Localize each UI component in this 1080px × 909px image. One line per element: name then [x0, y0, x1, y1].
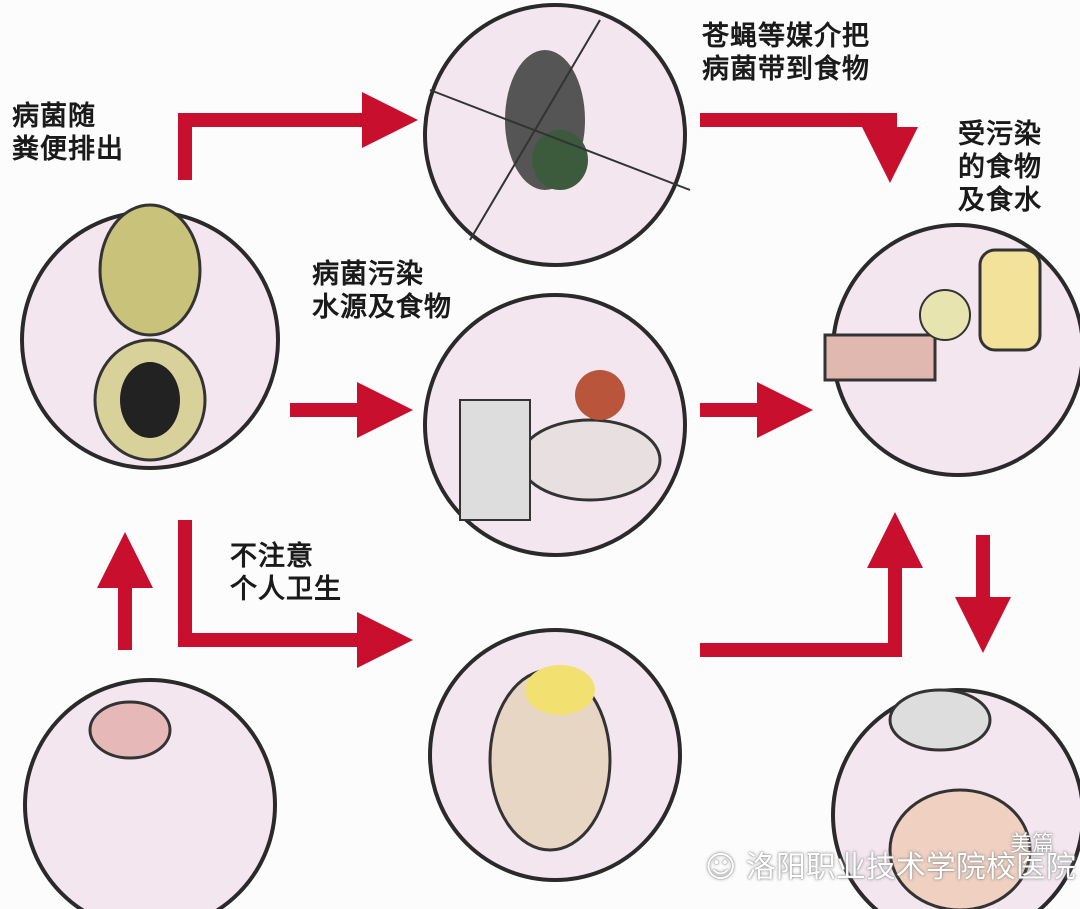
watermark-brand: 美篇	[1010, 832, 1055, 857]
label-hygiene: 不注意 个人卫生	[230, 541, 342, 605]
toilet-icon	[93, 203, 207, 462]
label-flies: 苍蝇等媒介把 病菌带到食物	[702, 21, 870, 85]
arrow-fly-to-food	[700, 113, 918, 183]
label-contaminated-food: 受污染 的食物 及食水	[958, 119, 1042, 216]
chat-bubble-icon: ☺	[705, 850, 737, 885]
arrow-toilet-to-fly	[178, 92, 418, 180]
arrows	[97, 92, 1011, 668]
arrow-hands-to-food	[700, 512, 923, 657]
fly-icon	[429, 19, 691, 241]
sick-person-circle	[23, 678, 277, 909]
watermark-org: ☺ 洛阳职业技术学院校医院	[705, 850, 1076, 885]
arrow-toilet-to-hands	[178, 520, 413, 668]
person-icons	[88, 665, 1032, 909]
label-excreted: 病菌随 粪便排出	[12, 101, 124, 165]
food-icon	[459, 370, 662, 521]
contaminated-food-icon	[823, 248, 1042, 382]
label-water-food: 病菌污染 水源及食物	[312, 259, 452, 323]
